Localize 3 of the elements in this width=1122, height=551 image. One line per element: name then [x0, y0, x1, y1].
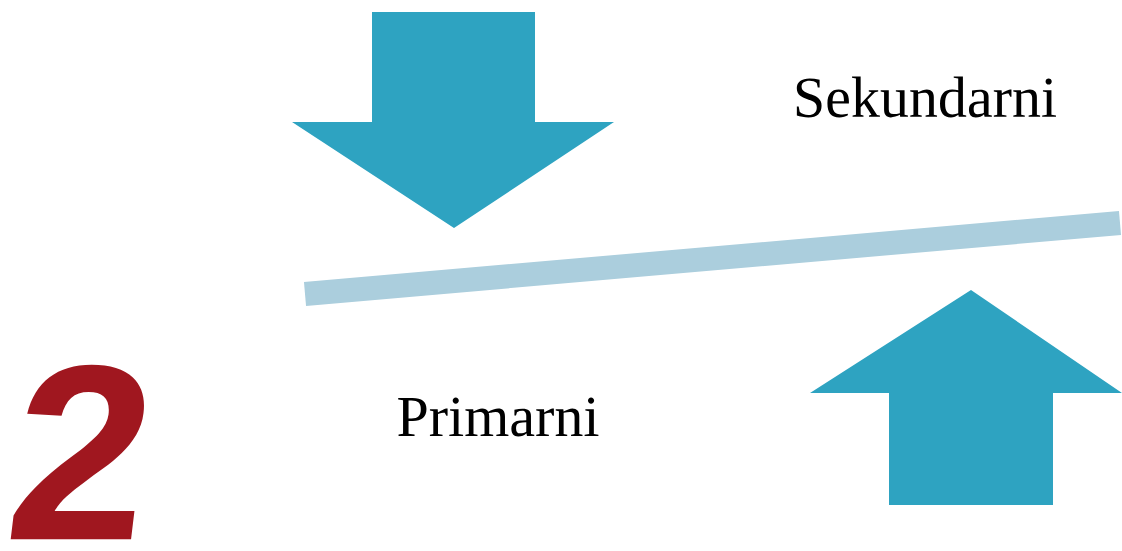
arrow-label: Sekundarni	[796, 76, 1056, 118]
callout-number: 2	[10, 364, 144, 540]
arrow-label: Primarni	[398, 397, 599, 437]
